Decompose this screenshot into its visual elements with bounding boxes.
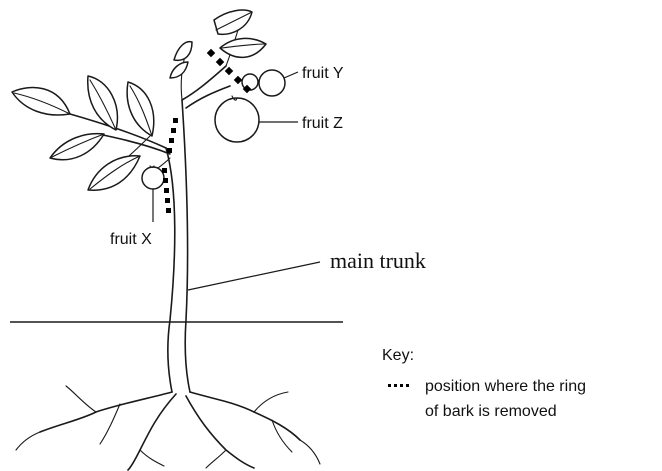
fruit-z-label: fruit Z bbox=[302, 115, 343, 132]
bark-ring-marker-main bbox=[167, 118, 178, 153]
key-description-line2: of bark is removed bbox=[425, 403, 557, 420]
key-description-line1: position where the ring bbox=[425, 378, 586, 395]
fruit-z bbox=[215, 98, 259, 142]
roots bbox=[16, 386, 320, 470]
key-dots-symbol bbox=[388, 384, 409, 387]
fruit-x bbox=[142, 167, 164, 189]
main-trunk bbox=[166, 100, 190, 392]
fruit-x-label: fruit X bbox=[110, 231, 152, 248]
key: Key: position where the ring of bark is … bbox=[382, 347, 586, 420]
fruit-y-label: fruit Y bbox=[302, 65, 344, 82]
main-trunk-label: main trunk bbox=[330, 248, 426, 273]
fruit-y-leader bbox=[284, 72, 298, 78]
main-trunk-leader bbox=[188, 262, 320, 290]
key-title: Key: bbox=[382, 347, 414, 364]
fruit-y bbox=[259, 70, 285, 96]
